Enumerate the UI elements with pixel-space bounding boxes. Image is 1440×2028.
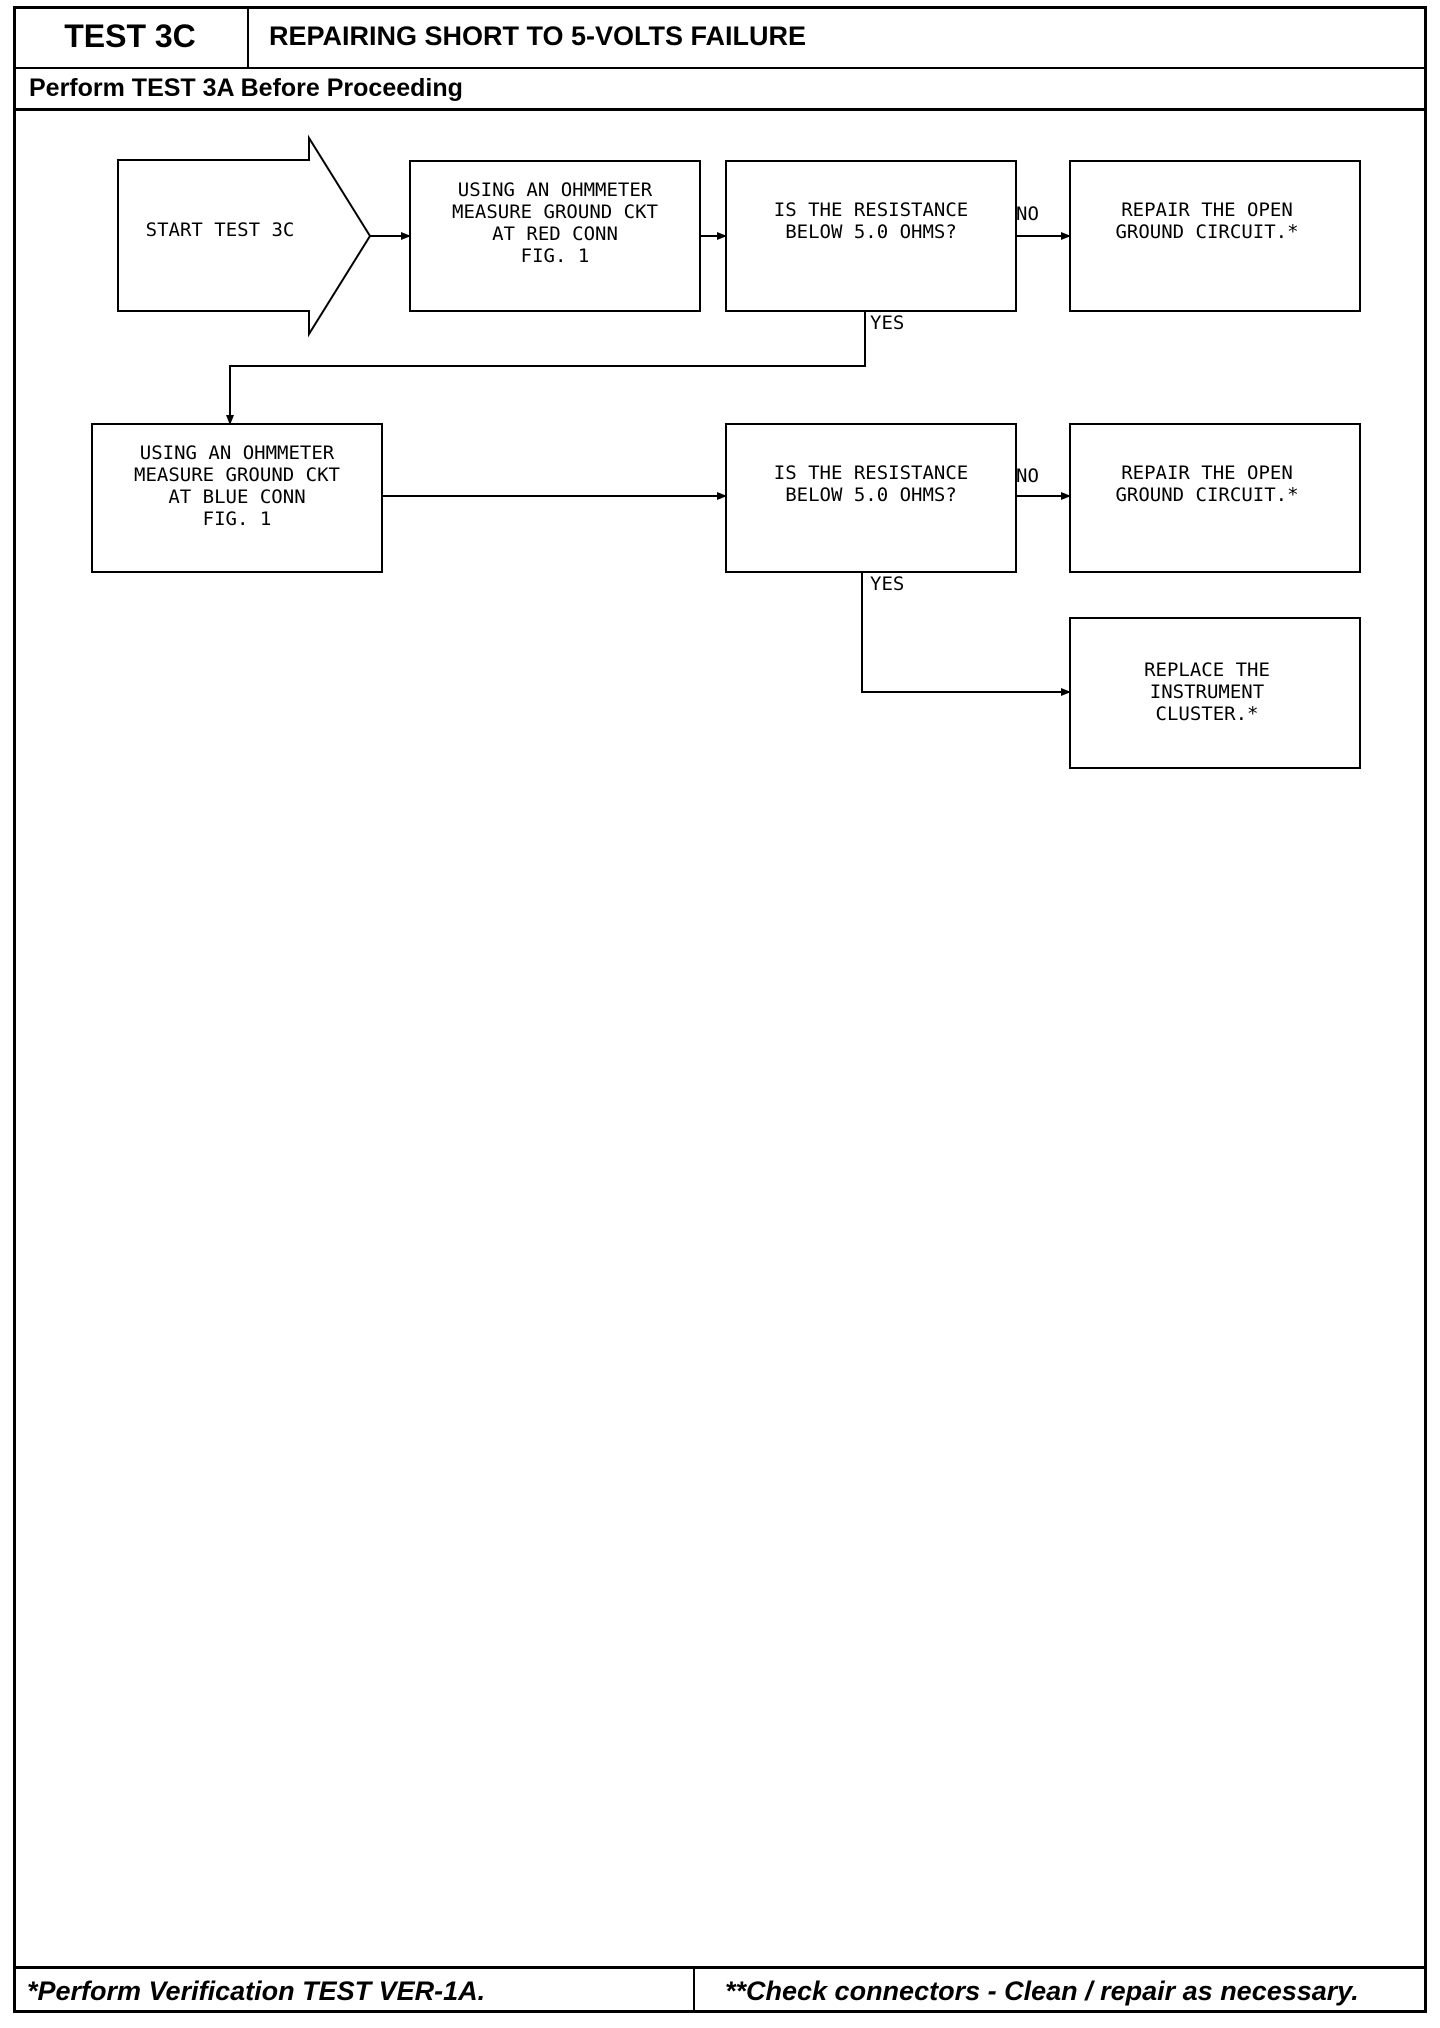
- repair_1-line-1: GROUND CIRCUIT.*: [1115, 221, 1298, 243]
- decision_2-line-1: BELOW 5.0 OHMS?: [785, 484, 957, 506]
- header-title-row: TEST 3C REPAIRING SHORT TO 5-VOLTS FAILU…: [13, 6, 1427, 69]
- start-line-0: START TEST 3C: [146, 219, 295, 241]
- label-no-2: NO: [1016, 465, 1039, 487]
- measure-blue-node: [91, 423, 383, 573]
- start-node: [117, 134, 372, 338]
- repair_2-line-0: REPAIR THE OPEN: [1121, 462, 1293, 484]
- measure_blue-line-2: AT BLUE CONN: [168, 486, 305, 508]
- header-prerequisite-row: Perform TEST 3A Before Proceeding: [13, 69, 1427, 111]
- label-yes-2: YES: [870, 573, 904, 595]
- footer-connector-note: **Check connectors - Clean / repair as n…: [725, 1975, 1359, 2006]
- decision_1-line-1: BELOW 5.0 OHMS?: [785, 221, 957, 243]
- replace-line-1: INSTRUMENT: [1150, 681, 1264, 703]
- measure_red-line-2: AT RED CONN: [492, 223, 618, 245]
- measure_red-line-0: USING AN OHMMETER: [458, 179, 653, 201]
- measure_red-line-4: FIG. 1: [521, 245, 590, 267]
- label-no-1: NO: [1016, 203, 1039, 225]
- decision_2-line-0: IS THE RESISTANCE: [774, 462, 968, 484]
- edge-decision-2-yes: [861, 572, 1071, 696]
- decision_1-line-0: IS THE RESISTANCE: [774, 199, 968, 221]
- label-yes-1: YES: [870, 312, 904, 334]
- prerequisite-text: Perform TEST 3A Before Proceeding: [29, 74, 463, 102]
- replace-line-2: CLUSTER.*: [1156, 703, 1259, 725]
- footer: *Perform Verification TEST VER-1A. **Che…: [13, 1966, 1427, 2013]
- measure_red-line-1: MEASURE GROUND CKT: [452, 201, 658, 223]
- footer-divider: [693, 1969, 695, 2013]
- replace-line-0: REPLACE THE: [1144, 659, 1270, 681]
- measure_blue-line-0: USING AN OHMMETER: [140, 442, 335, 464]
- repair_2-line-1: GROUND CIRCUIT.*: [1115, 484, 1298, 506]
- start-node-text: START TEST 3C: [146, 219, 295, 241]
- test-id: TEST 3C: [13, 6, 249, 67]
- measure_blue-line-1: MEASURE GROUND CKT: [134, 464, 340, 486]
- measure_blue-line-4: FIG. 1: [203, 508, 272, 530]
- edge-decision-1-yes: [226, 311, 866, 425]
- test-title: REPAIRING SHORT TO 5-VOLTS FAILURE: [269, 21, 807, 51]
- repair_1-line-0: REPAIR THE OPEN: [1121, 199, 1293, 221]
- footer-verification-note: *Perform Verification TEST VER-1A.: [27, 1975, 486, 2006]
- page-frame: [13, 6, 1427, 2013]
